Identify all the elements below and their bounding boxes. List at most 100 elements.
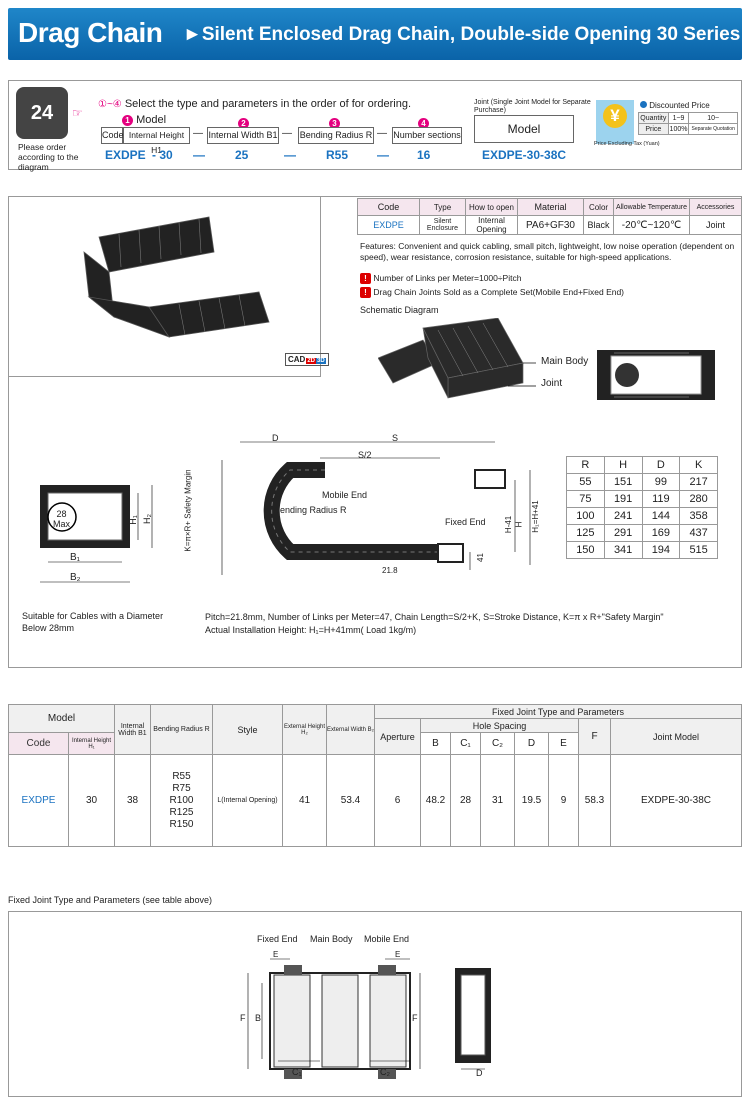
label-fixed-end: Fixed End	[445, 517, 486, 527]
cell: 437	[679, 524, 718, 542]
rhdk-h-h: H	[603, 456, 643, 474]
instruction-text: Select the type and parameters in the or…	[124, 98, 412, 110]
joint-top-view-diagram	[247, 958, 421, 1079]
dash-2: —	[282, 128, 292, 139]
note-2: ! Drag Chain Joints Sold as a Complete S…	[360, 287, 624, 298]
footer-b: B	[255, 1013, 262, 1023]
cell: 150	[566, 541, 605, 559]
cad-3d-label: 3D	[316, 358, 326, 364]
val-b1: 25	[235, 148, 249, 162]
label-h1: H₁	[127, 515, 138, 525]
val-r: R55	[326, 148, 349, 162]
params-f: 58.3	[578, 754, 611, 847]
spec-open: Internal Opening	[465, 215, 518, 235]
label-h: H	[514, 521, 524, 528]
product-image-frame	[9, 197, 321, 377]
price-q1: 1~9	[667, 112, 690, 124]
max-value: 28	[56, 509, 67, 519]
cell: 55	[566, 473, 605, 491]
footer-d: D	[476, 1068, 483, 1078]
footer-f-left: F	[240, 1013, 246, 1023]
params-h-f: F	[578, 718, 611, 755]
price-row-label: Price	[638, 123, 669, 135]
dash-val-2: —	[284, 148, 296, 162]
dash-val-3: —	[377, 148, 389, 162]
spec-material: PA6+GF30	[517, 215, 584, 235]
rhdk-h-r: R	[566, 456, 605, 474]
b1-box: Internal Width B1	[207, 127, 279, 144]
footer-e-left: E	[273, 950, 279, 959]
joint-model-box: Model	[474, 115, 574, 143]
drag-chain-product-image	[83, 216, 270, 338]
footer-main-body: Main Body	[310, 934, 353, 944]
subtitle-text: Silent Enclosed Drag Chain, Double-side …	[201, 24, 741, 45]
spec-h-code: Code	[357, 198, 420, 216]
params-h-fixed: Fixed Joint Type and Parameters	[374, 704, 742, 719]
cable-note: Suitable for Cables with a Diameter Belo…	[22, 611, 164, 633]
joint-front-view	[597, 350, 715, 400]
params-ew: 53.4	[326, 754, 375, 847]
price-qty-label: Quantity	[638, 112, 669, 124]
params-h-br: Bending Radius R	[150, 704, 213, 755]
params-h-b: B	[420, 732, 451, 755]
params-h-style: Style	[212, 704, 283, 755]
discount-label: Discounted Price	[640, 101, 710, 110]
code-box: Code	[101, 127, 124, 144]
params-style: L(Internal Opening)	[212, 754, 283, 847]
spec-table: Code Type How to open Material Color All…	[357, 198, 742, 235]
params-h-hole: Hole Spacing	[420, 718, 579, 733]
footer-c2: C₂	[380, 1067, 390, 1077]
warning-icon: !	[360, 287, 371, 298]
cell: 291	[603, 524, 643, 542]
n-box: Number sections	[392, 127, 462, 144]
joint-side-view-diagram	[455, 968, 491, 1070]
val-n: 16	[417, 148, 431, 162]
params-ap: 6	[374, 754, 421, 847]
footer-e-right: E	[395, 950, 401, 959]
label-pitch: 21.8	[382, 566, 398, 575]
header-banner: Drag Chain ►Silent Enclosed Drag Chain, …	[8, 8, 742, 60]
cell: 358	[679, 507, 718, 525]
cell: 341	[603, 541, 643, 559]
params-h-c2: C₂	[480, 732, 515, 755]
cell: 515	[679, 541, 718, 559]
cell: 125	[566, 524, 605, 542]
footer-f-right: F	[412, 1013, 418, 1023]
params-h-iw: Internal Width B1	[114, 704, 151, 755]
params-row: EXDPE 30 38 R55 R75 R100 R125 R150 L(Int…	[8, 754, 742, 847]
label-b1: B₁	[70, 552, 81, 563]
spec-h-open: How to open	[465, 198, 518, 216]
params-c2: 31	[480, 754, 515, 847]
schematic-image	[378, 318, 536, 399]
joint-note: Joint (Single Joint Model for Separate P…	[474, 99, 591, 114]
footer-c1: C₁	[292, 1067, 302, 1077]
label-k: K=π×R+ Safety Margin	[183, 469, 193, 552]
label-s: S	[392, 433, 399, 443]
spec-row: EXDPE Silent Enclosure Internal Opening …	[357, 215, 742, 235]
cad-label: CAD	[288, 355, 306, 364]
step-4-icon: 4	[418, 115, 429, 133]
cell: 194	[641, 541, 681, 559]
step-1-icon: 1	[122, 114, 133, 126]
note-2-text: Drag Chain Joints Sold as a Complete Set…	[373, 287, 625, 297]
spec-h-acc: Accessories	[689, 198, 742, 216]
params-c1: 28	[450, 754, 481, 847]
yen-icon: ¥	[603, 104, 627, 128]
params-header-row-3: Code Internal Height H₁ B C₁ C₂ D E	[8, 732, 742, 755]
price-p2: Separate Quotation	[688, 123, 738, 135]
formula-1: Pitch=21.8mm, Number of Links per Meter=…	[205, 612, 664, 622]
cell: 144	[641, 507, 681, 525]
dash-1: —	[193, 128, 203, 139]
params-h-c1: C₁	[450, 732, 481, 755]
spec-h-material: Material	[517, 198, 584, 216]
main-body-label: Main Body	[541, 356, 589, 367]
params-jm: EXDPE-30-38C	[610, 754, 742, 847]
params-code: EXDPE	[8, 754, 69, 847]
